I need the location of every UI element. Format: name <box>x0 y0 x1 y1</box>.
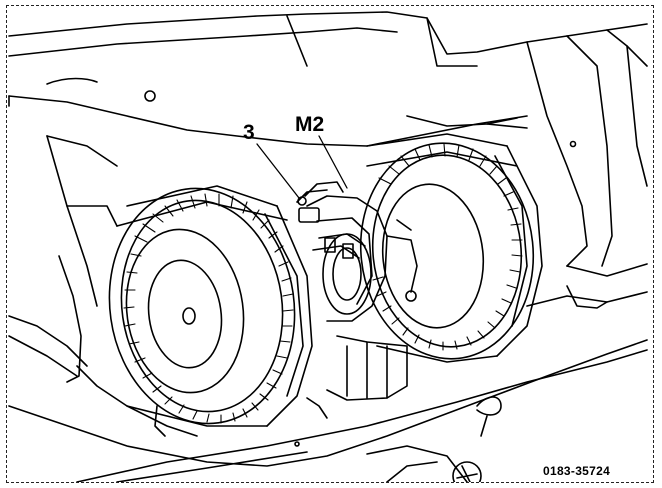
left-side-wall <box>8 135 198 437</box>
left-blower-vanes <box>123 193 294 424</box>
upper-housing <box>8 11 648 267</box>
callout-leaders <box>256 135 348 199</box>
diagram-frame: 3 M2 0183-35724 <box>6 5 654 483</box>
lower-housing <box>8 263 648 482</box>
right-blower-vanes <box>372 143 523 351</box>
blower-motor-m2 <box>296 181 418 322</box>
left-blower-wheel <box>108 185 313 427</box>
blower-motor-assembly-drawing <box>8 11 648 482</box>
callout-part-3: 3 <box>243 121 255 144</box>
callout-part-m2: M2 <box>295 113 325 136</box>
figure-reference-code: 0183-35724 <box>541 464 613 478</box>
right-blower-wheel <box>359 133 543 363</box>
